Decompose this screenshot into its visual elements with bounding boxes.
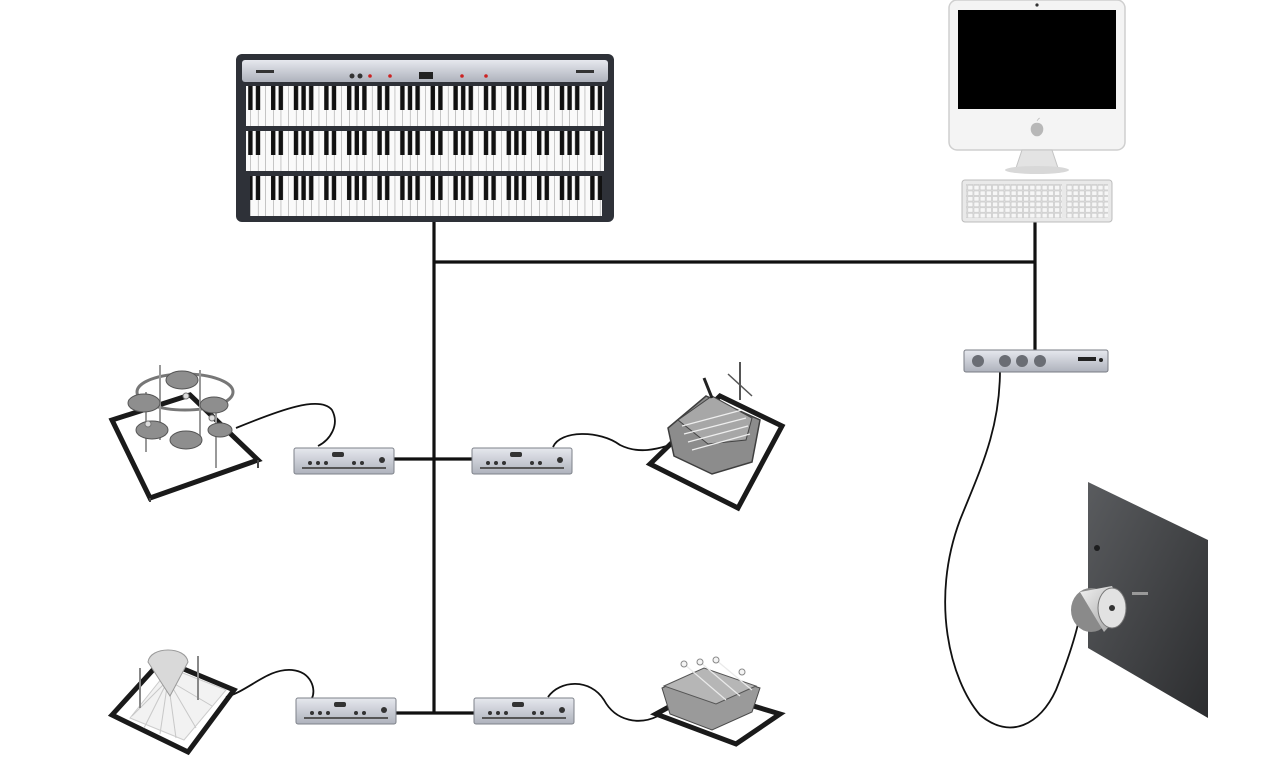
amp-knob: [1016, 355, 1028, 367]
bowl-gong: [199, 396, 229, 414]
bus-lines: [392, 220, 1037, 715]
keyboard-control-panel: [242, 60, 608, 82]
audio-amplifier: [963, 349, 1109, 373]
plate-instrument: [650, 656, 786, 747]
cables: [225, 369, 1081, 729]
apple-logo-icon: [1030, 117, 1044, 137]
bowl-gong-instrument: [108, 365, 263, 502]
amp-knob: [999, 355, 1011, 367]
amp-knob: [1034, 355, 1046, 367]
cable-ctrl1-inst1: [235, 402, 336, 447]
string-box-instrument: [645, 362, 786, 512]
manual-2-black-keys: [246, 131, 604, 155]
controller-unit-1: [293, 447, 395, 475]
cone-body: [147, 649, 189, 697]
computer-keyboard: [961, 179, 1113, 223]
amp-knob: [972, 355, 984, 367]
slate-panel: [1088, 482, 1208, 718]
three-manual-keyboard: [236, 54, 614, 222]
manual-3-black-keys: [250, 176, 602, 200]
desktop-computer: [948, 0, 1126, 223]
bowl-gong: [169, 430, 203, 450]
bowl-gong: [127, 393, 161, 413]
computer-camera: [1035, 3, 1039, 7]
controller-unit-2: [471, 447, 573, 475]
cone-instrument: [107, 649, 238, 756]
cable-ctrl3-inst3: [225, 669, 315, 699]
computer-screen: [958, 10, 1116, 109]
exciter-driver: [1071, 586, 1148, 632]
bowl-gong: [135, 420, 169, 440]
cable-ctrl2-inst2: [552, 433, 671, 452]
bowl-gong: [207, 422, 233, 438]
bowl-gong: [165, 370, 199, 390]
computer-stand: [1015, 149, 1059, 169]
controller-unit-4: [473, 697, 575, 725]
cable-amp-panel: [944, 369, 1081, 729]
cable-ctrl4-inst4: [547, 683, 659, 722]
manual-1-black-keys: [246, 86, 604, 110]
speaker-panel: [1071, 482, 1208, 718]
controller-unit-3: [295, 697, 397, 725]
